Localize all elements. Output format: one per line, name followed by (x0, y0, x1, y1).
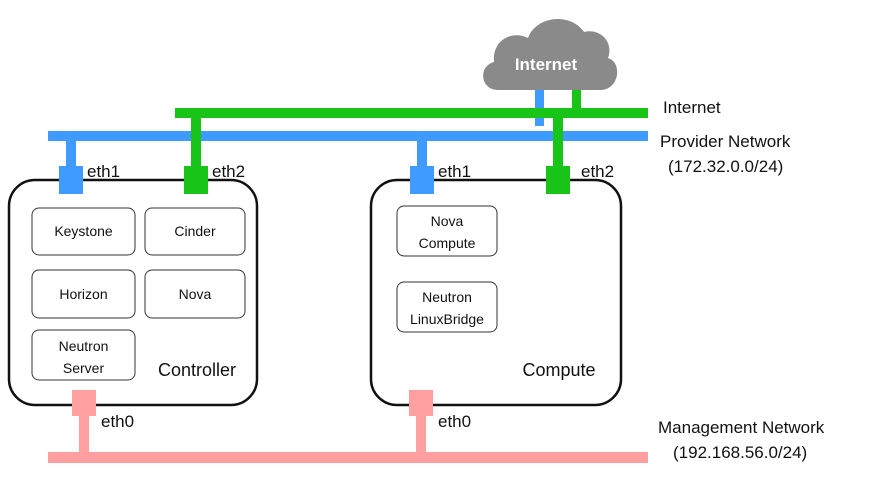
service-label-line1: Neutron (59, 338, 109, 354)
compute-eth0-port (409, 390, 433, 416)
compute-eth1-link (417, 131, 427, 171)
service-label-line2: Compute (419, 235, 476, 251)
compute-eth2-port (546, 166, 570, 194)
service-neutron-server: Neutron Server (31, 329, 136, 381)
compute-eth0-link (416, 410, 426, 456)
controller-eth0-port (72, 390, 96, 416)
service-label-line1: Neutron (422, 289, 472, 305)
provider-network-cidr: (172.32.0.0/24) (668, 157, 783, 176)
service-label-line2: Server (63, 360, 105, 376)
controller-eth2-port (184, 166, 208, 194)
service-nova: Nova (144, 269, 246, 319)
internet-network-label: Internet (663, 98, 721, 117)
service-label-line1: Nova (431, 213, 464, 229)
management-network-label: Management Network (658, 418, 825, 437)
service-nova-compute: Nova Compute (396, 205, 498, 257)
service-horizon: Horizon (31, 269, 136, 319)
cloud-shape (483, 19, 618, 90)
service-keystone: Keystone (31, 207, 136, 256)
controller-eth1-label: eth1 (87, 162, 120, 181)
management-network-cidr: (192.168.56.0/24) (673, 443, 807, 462)
service-label: Nova (179, 286, 212, 302)
service-box (396, 205, 498, 257)
internet-network-bus (175, 108, 648, 118)
controller-eth2-label: eth2 (212, 162, 245, 181)
service-neutron-linuxbridge: Neutron LinuxBridge (396, 281, 498, 333)
controller-eth0-link (79, 410, 89, 456)
service-cinder: Cinder (144, 207, 246, 256)
service-label-line2: LinuxBridge (410, 311, 484, 327)
service-box (31, 329, 136, 381)
service-label: Horizon (59, 286, 107, 302)
service-box (144, 207, 246, 256)
controller-eth1-port (59, 166, 83, 194)
internet-cloud: Internet (483, 19, 618, 90)
service-box (396, 281, 498, 333)
controller-eth0-label: eth0 (101, 412, 134, 431)
cloud-internet-uplink (572, 90, 581, 118)
compute-eth0-label: eth0 (438, 412, 471, 431)
management-network-bus (48, 452, 648, 463)
controller-label: Controller (158, 360, 236, 380)
controller-eth2-link (191, 108, 201, 171)
compute-node: Nova Compute Neutron LinuxBridge Compute (369, 178, 623, 407)
compute-label: Compute (522, 360, 595, 380)
compute-eth1-port (410, 166, 434, 194)
controller-eth1-link (66, 131, 76, 171)
compute-eth2-link (553, 108, 563, 171)
provider-network-bus (48, 131, 648, 141)
service-box (31, 207, 136, 256)
controller-node: Keystone Cinder Horizon Nova Neutron Ser… (7, 178, 259, 407)
service-label: Keystone (54, 223, 113, 239)
provider-network-label: Provider Network (660, 132, 791, 151)
cloud-label: Internet (515, 55, 578, 74)
service-label: Cinder (174, 223, 216, 239)
compute-eth2-label: eth2 (581, 162, 614, 181)
service-box (144, 269, 246, 319)
compute-eth1-label: eth1 (438, 162, 471, 181)
service-box (31, 269, 136, 319)
